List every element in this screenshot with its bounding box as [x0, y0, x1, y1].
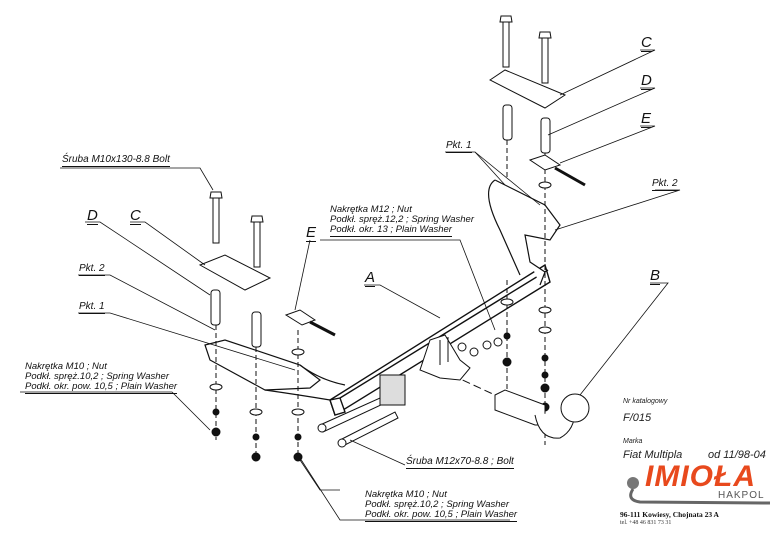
label-pkt2-left: Pkt. 2 — [79, 263, 105, 276]
hardware-m10-bottom-nut: Nakrętka M10 ; Nut — [365, 489, 447, 500]
company-phone: tel. +48 46 831 73 31 — [620, 520, 672, 526]
bolt-m12 — [317, 334, 503, 448]
label-a: A — [365, 269, 376, 287]
left-bolts — [198, 191, 305, 462]
label-bolt-m12: Śruba M12x70-8.8 ; Bolt — [406, 456, 514, 469]
label-bolt-m10: Śruba M10x130-8.8 Bolt — [62, 154, 170, 167]
hardware-m10-left-spring-washer: Podkł. spręż.10,2 ; Spring Washer — [25, 371, 169, 382]
label-e-right: E — [641, 110, 652, 128]
label-d-right: D — [641, 72, 652, 90]
catalog-number: F/015 — [623, 412, 652, 424]
label-d-left: D — [87, 207, 98, 225]
hardware-m12-nut: Nakrętka M12 ; Nut — [330, 204, 412, 215]
label-pkt1-right: Pkt. 1 — [446, 140, 472, 153]
hardware-m12-note: Nakrętka M12 ; Nut Podkł. spręż.12,2 ; S… — [330, 205, 474, 237]
hardware-m10-left-plain-washer: Podkł. okr. pow. 10,5 ; Plain Washer — [25, 381, 178, 394]
right-bracket — [488, 179, 561, 286]
logo-ball-icon — [627, 477, 639, 489]
company-logo-mark — [627, 477, 771, 505]
hardware-m10-bottom-spring-washer: Podkł. spręż.10,2 ; Spring Washer — [365, 499, 509, 510]
hardware-m12-spring-washer: Podkł. spręż.12,2 ; Spring Washer — [330, 214, 474, 225]
company-logo-sub: HAKPOL — [718, 490, 765, 501]
label-c-right: C — [641, 34, 652, 52]
company-address: 96-111 Kowiesy, Chojnata 23 A — [620, 510, 719, 519]
tow-ball-b — [429, 364, 590, 439]
hardware-m12-plain-washer: Podkł. okr. 13 ; Plain Washer — [330, 224, 452, 237]
label-e-left: E — [306, 224, 317, 242]
hardware-m10-bottom-plain-washer: Podkł. okr. pow. 10,5 ; Plain Washer — [365, 509, 518, 522]
leader-lines — [20, 49, 681, 521]
clip-e-left — [284, 309, 336, 337]
hardware-m10-left-note: Nakrętka M10 ; Nut Podkł. spręż.10,2 ; S… — [25, 361, 178, 394]
brand-label: Marka — [623, 438, 643, 445]
label-c-left: C — [130, 207, 141, 225]
label-b: B — [650, 267, 661, 285]
catalog-label: Nr katalogowy — [623, 398, 668, 405]
vehicle-years: od 11/98-04 — [708, 449, 766, 461]
hardware-m10-left-nut: Nakrętka M10 ; Nut — [25, 361, 107, 372]
label-pkt2-right: Pkt. 2 — [652, 178, 678, 191]
hardware-m10-bottom-note: Nakrętka M10 ; Nut Podkł. spręż.10,2 ; S… — [365, 489, 518, 522]
vehicle-name: Fiat Multipla — [623, 449, 683, 461]
label-pkt1-left: Pkt. 1 — [79, 301, 105, 314]
company-logo: IMIOŁA — [645, 460, 756, 493]
